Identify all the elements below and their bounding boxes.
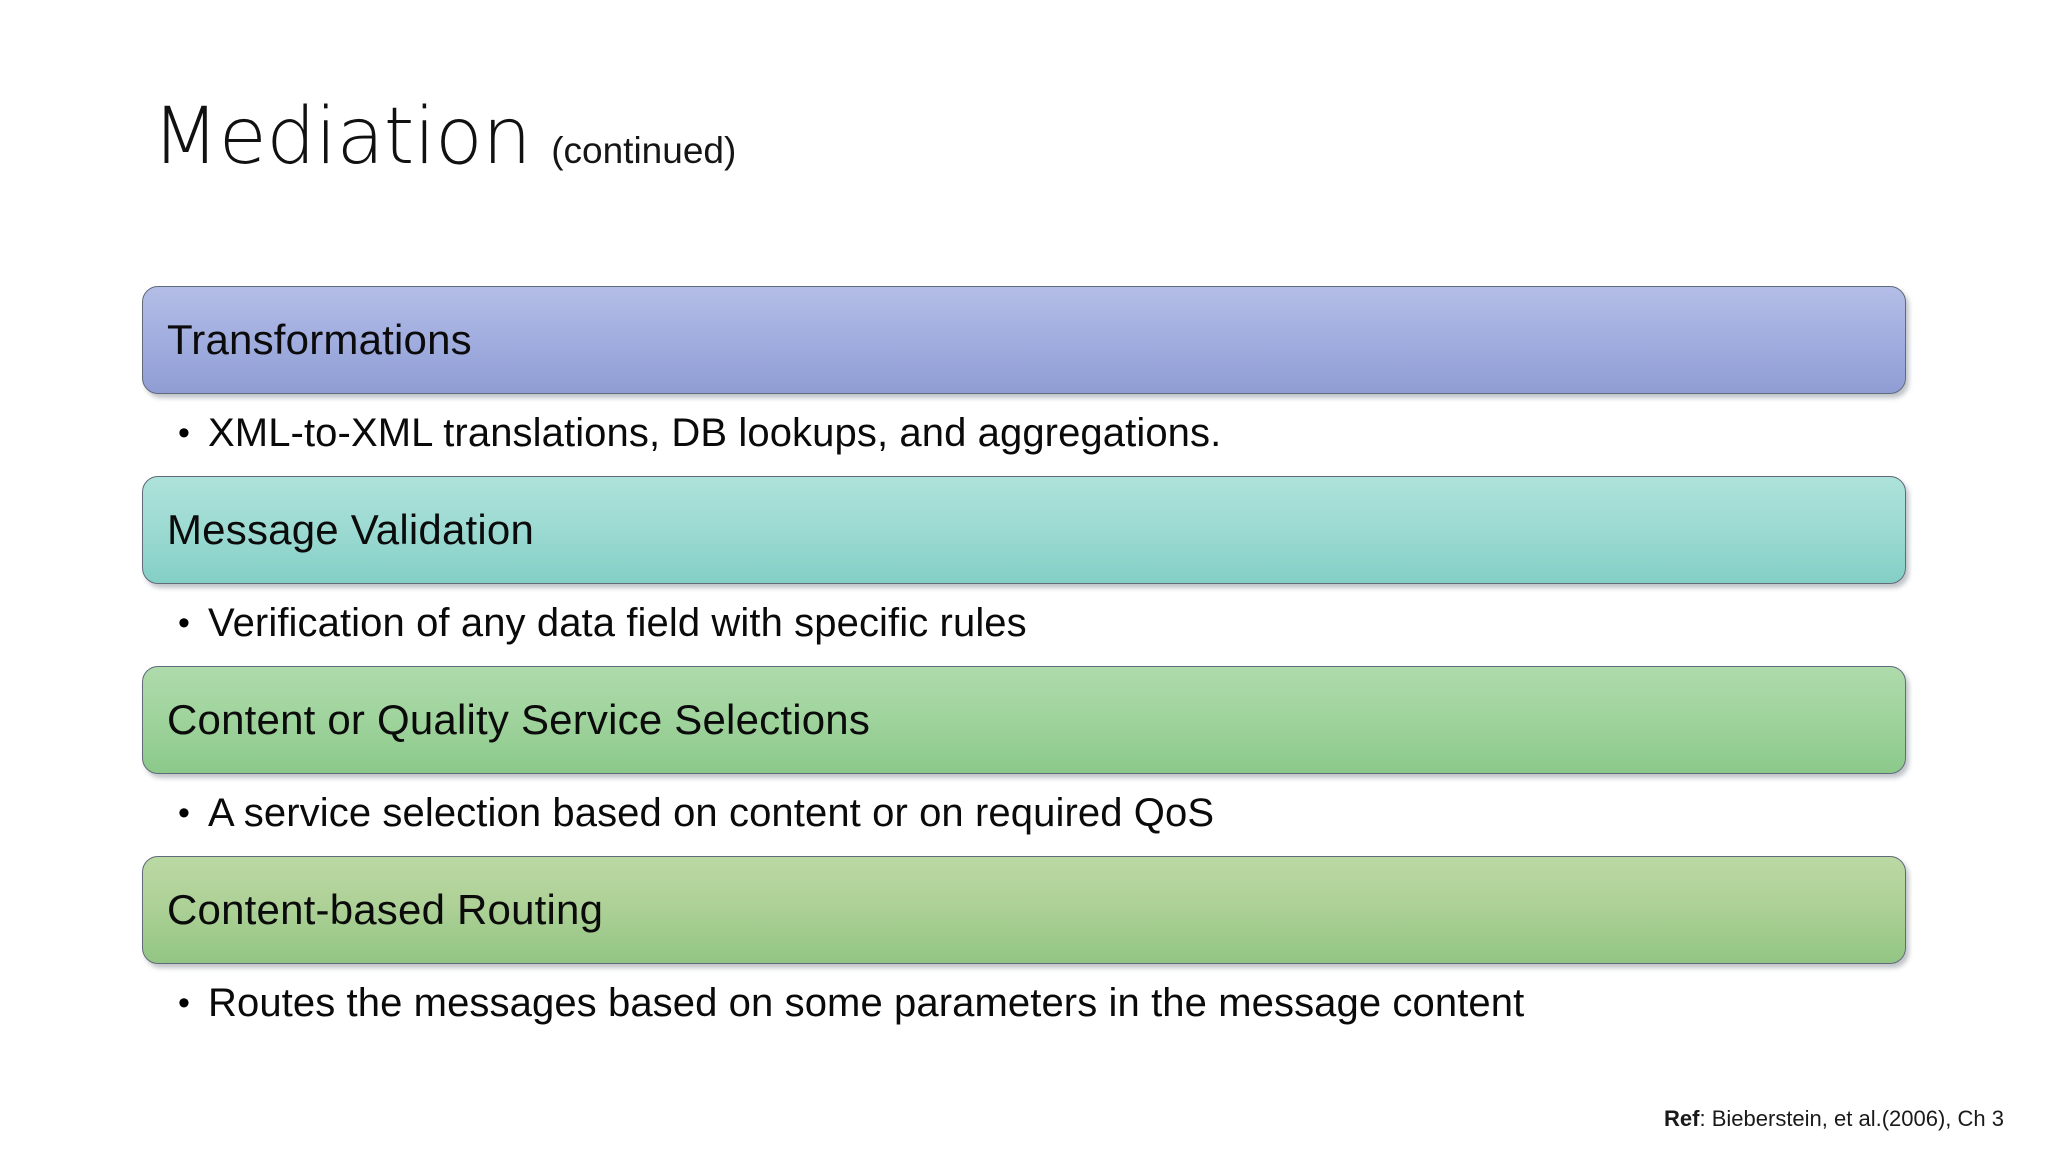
section-transformations: Transformations • XML-to-XML translation… [0,286,2048,456]
bullet-text: XML-to-XML translations, DB lookups, and… [208,411,1222,455]
section-bar-content-or-quality-service-selections: Content or Quality Service Selections [142,666,1906,774]
bullet-dot-icon: • [178,984,190,1022]
bullet-dot-icon: • [178,794,190,832]
section-content-or-quality-service-selections: Content or Quality Service Selections • … [0,666,2048,836]
section-content-based-routing: Content-based Routing • Routes the messa… [0,856,2048,1026]
page-title-main: Mediation [152,92,532,182]
sections-list: Transformations • XML-to-XML translation… [0,286,2048,1046]
bullet-text: Verification of any data field with spec… [208,601,1027,645]
bullet-item: • Verification of any data field with sp… [178,600,2048,646]
bullet-item: • A service selection based on content o… [178,790,2048,836]
bullet-item: • XML-to-XML translations, DB lookups, a… [178,410,2048,456]
bullet-text: A service selection based on content or … [208,791,1215,835]
bullet-dot-icon: • [178,604,190,642]
bullet-item: • Routes the messages based on some para… [178,980,2048,1026]
page-title-suffix: (continued) [551,130,737,171]
reference-label: Ref [1664,1106,1700,1131]
section-heading: Message Validation [167,506,535,553]
section-message-validation: Message Validation • Verification of any… [0,476,2048,646]
page-title: Mediation (continued) [152,98,736,176]
section-heading: Transformations [167,316,472,363]
reference-footer: Ref: Bieberstein, et al.(2006), Ch 3 [1664,1106,2004,1132]
reference-citation: : Bieberstein, et al.(2006), Ch 3 [1699,1106,2005,1131]
section-bar-message-validation: Message Validation [142,476,1906,584]
bullet-text: Routes the messages based on some parame… [208,981,1525,1025]
section-bar-content-based-routing: Content-based Routing [142,856,1906,964]
bullet-dot-icon: • [178,414,190,452]
section-heading: Content-based Routing [167,886,604,933]
section-bar-transformations: Transformations [142,286,1906,394]
section-heading: Content or Quality Service Selections [167,696,871,743]
